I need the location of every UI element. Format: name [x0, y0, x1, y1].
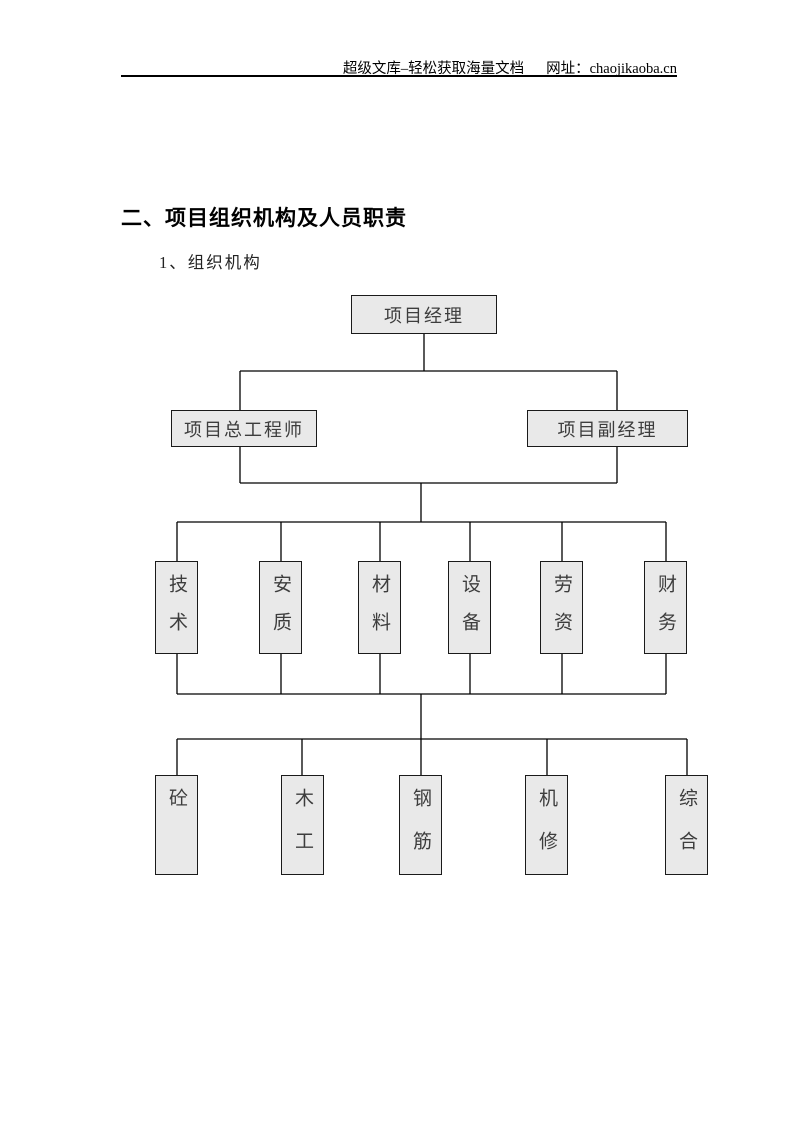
connector-l2-rail	[239, 447, 618, 522]
org-box-label: 材料	[369, 574, 390, 650]
org-box-chief-engineer: 项目总工程师	[171, 410, 317, 447]
org-box-materials: 材料	[358, 561, 401, 654]
org-box-general-affairs: 综合	[665, 775, 708, 875]
org-box-carpentry: 木工	[281, 775, 324, 875]
org-box-finance: 财务	[644, 561, 687, 654]
org-box-project-manager: 项目经理	[351, 295, 497, 334]
page-header: 超级文库–轻松获取海量文档 网址：chaojikaoba.cn	[121, 57, 677, 77]
header-site-text: 超级文库–轻松获取海量文档	[342, 61, 525, 77]
org-box-deputy-manager: 项目副经理	[527, 410, 688, 447]
org-box-label: 设备	[459, 574, 480, 650]
section-heading: 二、项目组织机构及人员职责	[121, 207, 407, 230]
org-box-equipment: 设备	[448, 561, 491, 654]
org-box-label: 技术	[166, 574, 187, 650]
section-subheading: 1、组织机构	[159, 253, 262, 272]
connector-l1-l2	[239, 334, 618, 411]
org-box-label: 砼	[166, 788, 187, 831]
org-box-concrete: 砼	[155, 775, 198, 875]
header-url-text: 网址：chaojikaoba.cn	[546, 61, 677, 77]
org-box-rebar: 钢筋	[399, 775, 442, 875]
org-box-label: 财务	[655, 574, 676, 650]
org-box-label: 项目副经理	[557, 419, 658, 440]
connector-l3-rail	[176, 653, 667, 739]
org-box-label: 综合	[676, 788, 697, 874]
org-box-label: 木工	[292, 788, 313, 874]
org-box-labor-wages: 劳资	[540, 561, 583, 654]
org-box-label: 项目经理	[384, 305, 464, 326]
header-divider	[121, 75, 677, 77]
org-box-safety-quality: 安质	[259, 561, 302, 654]
org-box-label: 钢筋	[410, 788, 431, 874]
connector-rail-l4	[176, 738, 688, 776]
connector-rail-l3	[176, 521, 667, 562]
org-box-label: 项目总工程师	[184, 419, 304, 440]
org-box-machine-repair: 机修	[525, 775, 568, 875]
org-box-label: 安质	[270, 574, 291, 650]
org-box-label: 劳资	[551, 574, 572, 650]
org-box-label: 机修	[536, 788, 557, 874]
org-box-technology: 技术	[155, 561, 198, 654]
